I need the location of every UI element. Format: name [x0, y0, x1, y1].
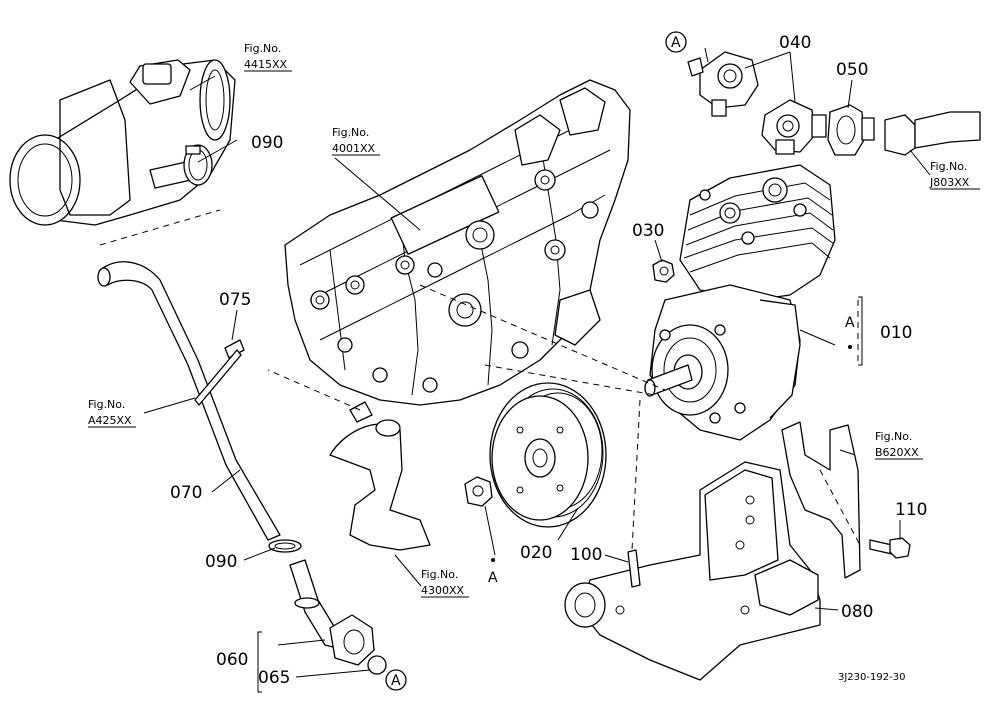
ref-marker-a-top: A [665, 31, 687, 53]
fig-ref-caption: Fig.No. [244, 42, 281, 55]
ref-marker-a-pulley: A [488, 558, 498, 586]
part-label-080: 080 [841, 602, 873, 622]
fig-ref-code: A425XX [88, 414, 132, 427]
fitting-040-upper [687, 51, 759, 117]
air-compressor [644, 164, 836, 441]
o-ring-065 [367, 655, 387, 675]
bracket-b620 [781, 421, 861, 579]
hose-060 [289, 559, 375, 666]
intake-elbow [9, 59, 236, 226]
water-flange-4300 [329, 401, 431, 551]
hose-clamp-lower [268, 539, 302, 553]
part-label-010: 010 [880, 323, 912, 343]
part-label-070: 070 [170, 483, 202, 503]
ref-marker-a-compressor: A [845, 315, 855, 331]
group-bracket-010 [848, 296, 863, 366]
part-label-020: 020 [520, 543, 552, 563]
pipe-070 [97, 261, 281, 541]
fig-ref-4001: Fig.No. 4001XX [332, 126, 380, 156]
fig-ref-code: 4300XX [421, 584, 465, 597]
svg-text:A: A [391, 673, 401, 689]
part-label-030: 030 [632, 221, 664, 241]
air-pipe-j803 [884, 111, 981, 156]
stud-100 [627, 549, 641, 588]
fig-ref-caption: Fig.No. [421, 568, 458, 581]
svg-text:A: A [488, 570, 498, 586]
part-label-050: 050 [836, 60, 868, 80]
part-label-075: 075 [219, 290, 251, 310]
part-label-065: 065 [258, 668, 290, 688]
fig-ref-code: 4415XX [244, 58, 288, 71]
part-label-100: 100 [570, 545, 602, 565]
part-label-060: 060 [216, 650, 248, 670]
engine-block [284, 79, 631, 406]
drawing-code: 3J230-192-30 [838, 672, 905, 683]
part-label-040: 040 [779, 33, 811, 53]
fig-ref-caption: Fig.No. [332, 126, 369, 139]
fig-ref-caption: Fig.No. [875, 430, 912, 443]
fig-ref-code: J803XX [929, 176, 970, 189]
fig-ref-a425: Fig.No. A425XX [88, 398, 136, 428]
group-bracket-060 [257, 631, 262, 693]
pipe-clamp-075 [194, 339, 245, 406]
svg-text:A: A [845, 315, 855, 331]
part-label-090-upper: 090 [251, 133, 283, 153]
fig-ref-code: B620XX [875, 446, 919, 459]
pulley-nut [464, 476, 493, 507]
part-label-110: 110 [895, 500, 927, 520]
fig-ref-caption: Fig.No. [930, 160, 967, 173]
fig-ref-b620: Fig.No. B620XX [875, 430, 923, 460]
fig-ref-code: 4001XX [332, 142, 376, 155]
hose-clamp-upper [183, 144, 213, 186]
ref-marker-a-bottom: A [385, 669, 407, 691]
fitting-040-lower [761, 99, 827, 155]
mounting-bracket-080 [564, 461, 821, 681]
fig-ref-j803: Fig.No. J803XX [929, 160, 980, 190]
bolt-110 [869, 537, 911, 559]
svg-text:A: A [671, 35, 681, 51]
fig-ref-4300: Fig.No. 4300XX [421, 568, 469, 598]
pulley-020 [489, 382, 607, 528]
part-label-090-lower: 090 [205, 552, 237, 572]
fig-ref-caption: Fig.No. [88, 398, 125, 411]
leader-lines [99, 47, 931, 678]
fitting-050 [827, 104, 875, 156]
fig-ref-4415: Fig.No. 4415XX [244, 42, 292, 72]
nut-030 [652, 259, 675, 283]
